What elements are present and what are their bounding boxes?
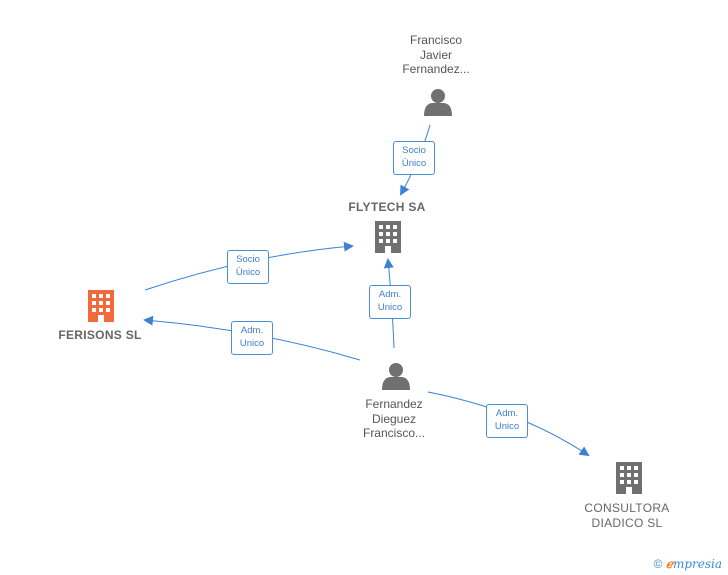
node-label-consultora[interactable]: CONSULTORA DIADICO SL bbox=[584, 501, 670, 530]
edge-label-line2: Unico bbox=[494, 421, 520, 432]
edge-label-adm-unico-ferisons: Adm. Unico bbox=[231, 321, 273, 355]
edge-label-socio-unico-ferisons: Socio Único bbox=[227, 250, 269, 284]
edge-label-adm-unico-consultora: Adm. Unico bbox=[486, 404, 528, 438]
copyright-watermark: © ℯmpresia bbox=[654, 557, 722, 571]
edge-label-line2: Único bbox=[235, 267, 261, 278]
edge-label-socio-unico-flytech: Socio Único bbox=[393, 141, 435, 175]
edge-label-line1: Adm. bbox=[495, 408, 519, 419]
brand-logo-text: mpresia bbox=[672, 557, 722, 571]
edge-label-line2: Unico bbox=[239, 338, 265, 349]
edge-label-adm-unico-flytech: Adm. Unico bbox=[369, 285, 411, 319]
edge-label-line2: Único bbox=[401, 158, 427, 169]
brand-logo: ℯmpresia bbox=[666, 557, 722, 571]
edge-label-line1: Adm. bbox=[378, 289, 402, 300]
node-label-fernandez-dieguez[interactable]: Fernandez Dieguez Francisco... bbox=[362, 397, 425, 440]
building-icon[interactable] bbox=[616, 462, 642, 494]
person-icon[interactable] bbox=[424, 89, 452, 116]
node-label-ferisons[interactable]: FERISONS SL bbox=[58, 328, 142, 342]
node-label-francisco-javier[interactable]: Francisco Javier Fernandez... bbox=[402, 33, 470, 76]
node-label-flytech[interactable]: FLYTECH SA bbox=[348, 200, 426, 214]
building-icon[interactable] bbox=[88, 290, 114, 322]
edge-label-line1: Socio bbox=[402, 145, 426, 156]
edge-label-line1: Socio bbox=[236, 254, 260, 265]
brand-logo-e: ℯ bbox=[665, 557, 673, 571]
person-icon[interactable] bbox=[382, 363, 410, 390]
edge-label-line1: Adm. bbox=[240, 325, 264, 336]
copyright-symbol: © bbox=[653, 557, 663, 571]
building-icon[interactable] bbox=[375, 221, 401, 253]
edge-label-line2: Unico bbox=[377, 302, 403, 313]
